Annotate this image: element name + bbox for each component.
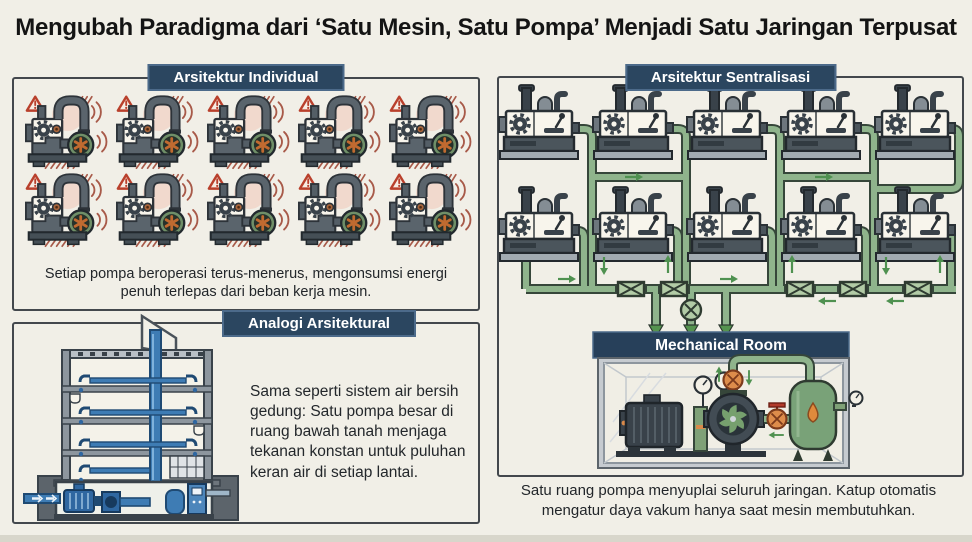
- panel-arsitektur-sentralisasi: Arsitektur Sentralisasi: [497, 64, 964, 477]
- basement-pump-set: [23, 483, 231, 520]
- vacuum-pump-alarm-icon: [294, 93, 380, 171]
- mechanical-room-label: Mechanical Room: [655, 337, 787, 354]
- panel-analogi-arsitektural: Analogi Arsitektural: [12, 310, 480, 524]
- vacuum-pump-alarm-icon: [112, 93, 198, 171]
- vacuum-tank: [788, 379, 864, 461]
- vacuum-pump-alarm-icon: [112, 171, 198, 249]
- floor-branches: [78, 374, 198, 483]
- vacuum-pump-alarm-icon: [203, 93, 289, 171]
- room-pipe: [730, 356, 813, 395]
- machine-row: [14, 171, 478, 249]
- vacuum-pump-alarm-icon: [21, 93, 107, 171]
- vacuum-pump-alarm-icon: [294, 171, 380, 249]
- central-pump: [703, 390, 765, 457]
- riser-pipe: [149, 329, 162, 485]
- panel-header-individual: Arsitektur Individual: [147, 64, 345, 91]
- vacuum-pump-alarm-icon: [385, 171, 471, 249]
- cnc-machines: [499, 85, 955, 261]
- mechanical-room-header: [592, 331, 850, 359]
- page-title: Mengubah Paradigma dari ‘Satu Mesin, Sat…: [15, 14, 957, 41]
- motor: [619, 394, 684, 452]
- panel-header-individual-label: Arsitektur Individual: [173, 69, 319, 86]
- centralized-caption: Satu ruang pompa menyuplai seluruh jarin…: [520, 482, 937, 519]
- panel-header-analogy: Analogi Arsitektural: [222, 310, 416, 337]
- individual-caption: Setiap pompa beroperasi terus-menerus, m…: [44, 265, 448, 301]
- panel-header-centralized: Arsitektur Sentralisasi: [624, 64, 837, 91]
- mechanical-room: Mechanical Room: [592, 331, 864, 469]
- panel-header-analogy-label: Analogi Arsitektural: [248, 315, 390, 332]
- vacuum-pump-alarm-icon: [203, 171, 289, 249]
- analogy-body-text: Sama seperti sistem air bersih gedung: S…: [250, 383, 466, 481]
- orange-valve-horizontal: [766, 402, 788, 430]
- building-water-system-illustration: [23, 313, 239, 521]
- room-inlet-arrows: [647, 324, 735, 339]
- sink: [193, 425, 205, 436]
- shaft-grid-lines: [170, 456, 204, 478]
- panel-header-centralized-label: Arsitektur Sentralisasi: [650, 69, 811, 86]
- individual-machines-grid: [14, 93, 478, 249]
- panel-arsitektur-individual: Arsitektur Individual Setiap pompa berop…: [12, 64, 480, 311]
- sink: [69, 393, 81, 404]
- vacuum-pump-alarm-icon: [385, 93, 471, 171]
- equipment-base: [616, 451, 766, 457]
- central-round-valve: [679, 298, 703, 322]
- centralized-network-illustration: Mechanical Room: [498, 77, 964, 469]
- bottom-edge-strip: [0, 535, 972, 542]
- vacuum-pump-alarm-icon: [21, 171, 107, 249]
- machine-row: [14, 93, 478, 171]
- oil-droplet-icon: [807, 401, 819, 423]
- orange-valve-vertical: [722, 369, 744, 391]
